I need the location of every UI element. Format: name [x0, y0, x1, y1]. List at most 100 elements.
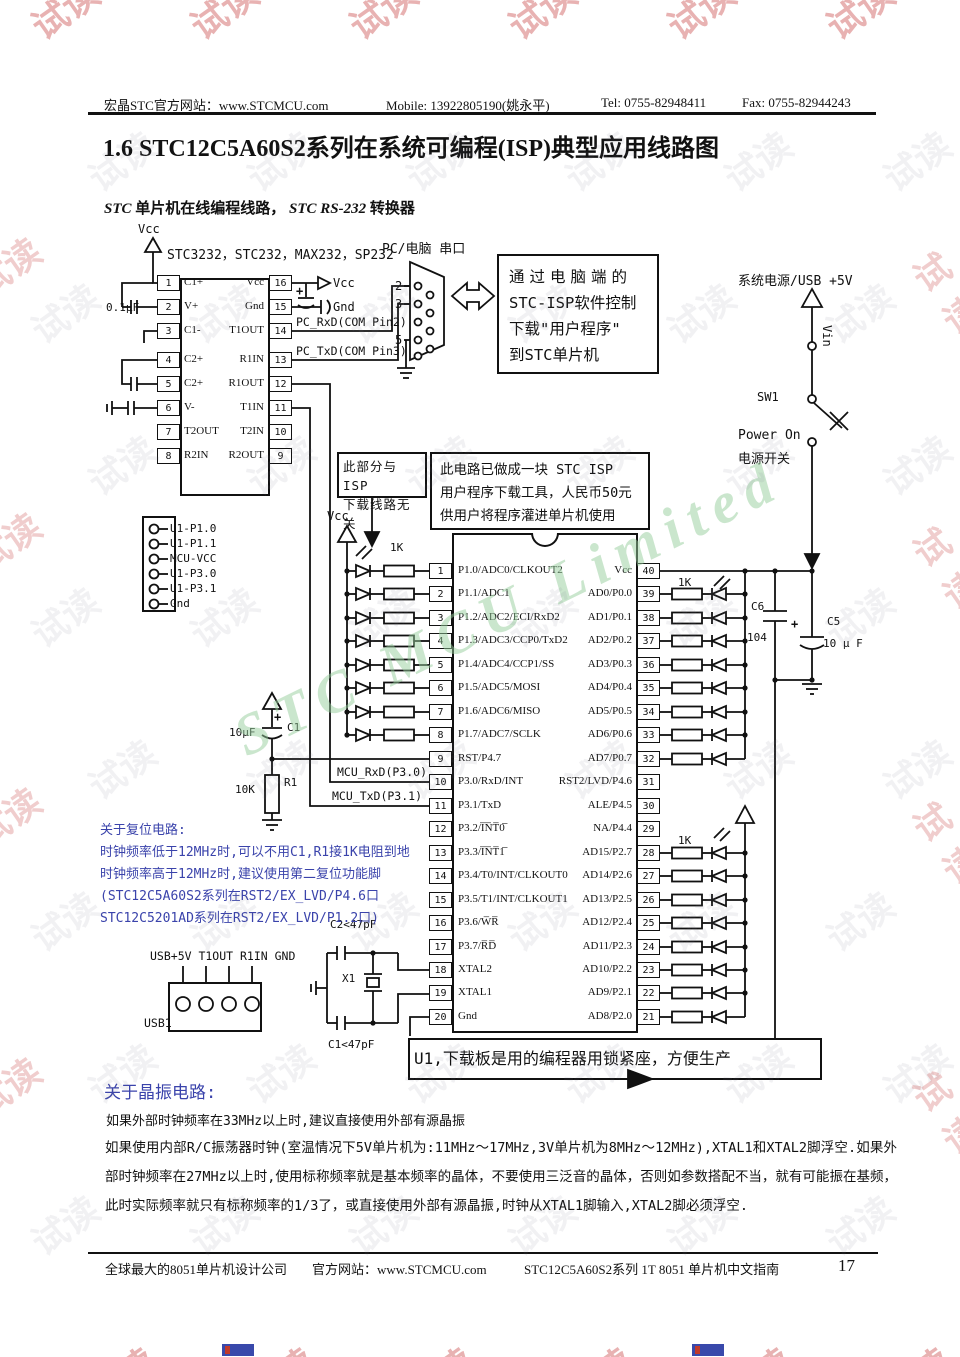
mcu-pin-label: P1.5/ADC5/MOSI [458, 681, 541, 693]
junction-dot [370, 1020, 376, 1026]
mcu-pin-number: 30 [637, 798, 660, 814]
wire [355, 545, 367, 557]
max232-pin-number: 15 [269, 299, 292, 315]
power-switch-label: 电源开关 [738, 452, 791, 467]
mcu-pin-label: P1.7/ADC7/SCLK [458, 728, 541, 740]
junction-dot [772, 568, 778, 574]
mcu-pin-number: 9 [429, 751, 452, 767]
connector-pin-hole [148, 553, 160, 565]
junction-dot [344, 685, 350, 691]
header-conn-label: MCU-VCC [170, 552, 217, 565]
note2-line2: 下载线路无关 [343, 497, 411, 531]
note3-line2: 用户程序下载工具，人民币50元 [440, 485, 632, 501]
junction-dot [344, 638, 350, 644]
reset-note-line1: 关于复位电路: [100, 823, 186, 838]
mcu-rxd-label: MCU_RxD(P3.0) [337, 765, 428, 779]
isp-download-note-box: 通过电脑端的 STC-ISP软件控制 下载"用户程序" 到STC单片机 [497, 254, 659, 374]
mcu-pin-number: 2 [429, 586, 452, 602]
power-on-label: Power On [738, 428, 801, 443]
led [355, 633, 373, 649]
vcc-triangle [261, 691, 283, 710]
vcc-triangle [734, 804, 756, 824]
mcu-pin-label: AD3/P0.3 [587, 658, 632, 670]
mcu-pin-label: AD12/P2.4 [582, 916, 632, 928]
led [709, 892, 727, 908]
junction-dot [742, 591, 748, 597]
note1-line3: 下载"用户程序" [509, 320, 621, 338]
switch-contact [807, 437, 817, 447]
vcc-label-left-bank: Vcc [327, 509, 349, 523]
junction-dot [269, 756, 275, 762]
resistor [671, 893, 703, 907]
mcu-pin-label: P1.4/ADC4/CCP1/SS [458, 658, 555, 670]
header-conn-label: U1-P3.0 [170, 567, 217, 580]
max232-title: STC3232，STC232，MAX232，SP232 [167, 248, 394, 263]
junction-dot [742, 662, 748, 668]
footer-doc: STC12C5A60S2系列 1T 8051 单片机中文指南 [524, 1262, 780, 1277]
led [709, 727, 727, 743]
resistor [383, 611, 415, 625]
c5-label: C5 [827, 615, 841, 628]
wire [397, 953, 429, 971]
vcc-out-label: Vcc [333, 276, 355, 290]
max232-pin-label: Gnd [245, 300, 264, 312]
junction-dot [344, 732, 350, 738]
resistor [264, 774, 280, 814]
mcu-pin-number: 28 [637, 845, 660, 861]
junction-dot [344, 591, 350, 597]
mcu-pin-number: 1 [429, 563, 452, 579]
c6-label: C6 [751, 600, 765, 613]
pc-rxd-label: PC_RxD(COM Pin2) [296, 315, 407, 329]
sw1-label: SW1 [757, 390, 779, 404]
vcc-label-max232: Vcc [138, 222, 160, 236]
mcu-pin-number: 21 [637, 1009, 660, 1025]
led [709, 962, 727, 978]
max232-pin-label: C1+ [184, 276, 204, 288]
db9-pin2-label: 2 [395, 279, 403, 293]
max232-pin-label: C1- [184, 324, 201, 336]
header-conn-label: U1-P1.0 [170, 522, 217, 535]
c2-label: C2<47pF [330, 918, 377, 931]
arrow-right [627, 1068, 655, 1090]
led [355, 610, 373, 626]
resistor [671, 846, 703, 860]
resistor [671, 916, 703, 930]
max232-pin-number: 12 [269, 376, 292, 392]
resistor [671, 728, 703, 742]
resistor [383, 634, 415, 648]
wire [719, 830, 731, 842]
wire [326, 299, 331, 315]
mcu-pin-label: AD14/P2.6 [582, 869, 632, 881]
plus-sign-reset-cap: + [274, 710, 282, 724]
mcu-pin-label: AD15/P2.7 [582, 846, 632, 858]
footer-rule [88, 1252, 878, 1254]
junction-dot [742, 709, 748, 715]
system-power-label: 系统电源/USB +5V [738, 274, 853, 289]
mcu-pin-label: Gnd [458, 1010, 477, 1022]
max232-pin-label: R2IN [184, 449, 209, 461]
resistor [383, 658, 415, 672]
max232-pin-number: 9 [269, 448, 292, 464]
mcu-pin-number: 34 [637, 704, 660, 720]
resistor [671, 658, 703, 672]
junction-dot [742, 685, 748, 691]
led [709, 985, 727, 1001]
connector-pin-hole [148, 523, 160, 535]
mcu-pin-number: 13 [429, 845, 452, 861]
mcu-pin-label: P3.2/I̅N̅T̅0̅ [458, 822, 505, 834]
header-site: 宏晶STC官方网站：www.STCMCU.com [104, 98, 329, 113]
led [355, 704, 373, 720]
mcu-pin-label: AD8/P2.0 [587, 1010, 632, 1022]
mcu-pin-number: 35 [637, 680, 660, 696]
mcu-pin-label: P1.1/ADC1 [458, 587, 510, 599]
wire [713, 827, 725, 839]
max232-pin-number: 3 [157, 323, 180, 339]
xtal-note-heading: 关于晶振电路: [104, 1083, 217, 1103]
reset-cap-value: 10μF [229, 726, 256, 739]
junction-dot [742, 638, 748, 644]
wire [292, 407, 429, 807]
led [709, 1009, 727, 1025]
vcc-triangle [317, 275, 333, 291]
vin-label: Vin [820, 325, 834, 347]
reset-res-value: 10K [235, 783, 255, 796]
